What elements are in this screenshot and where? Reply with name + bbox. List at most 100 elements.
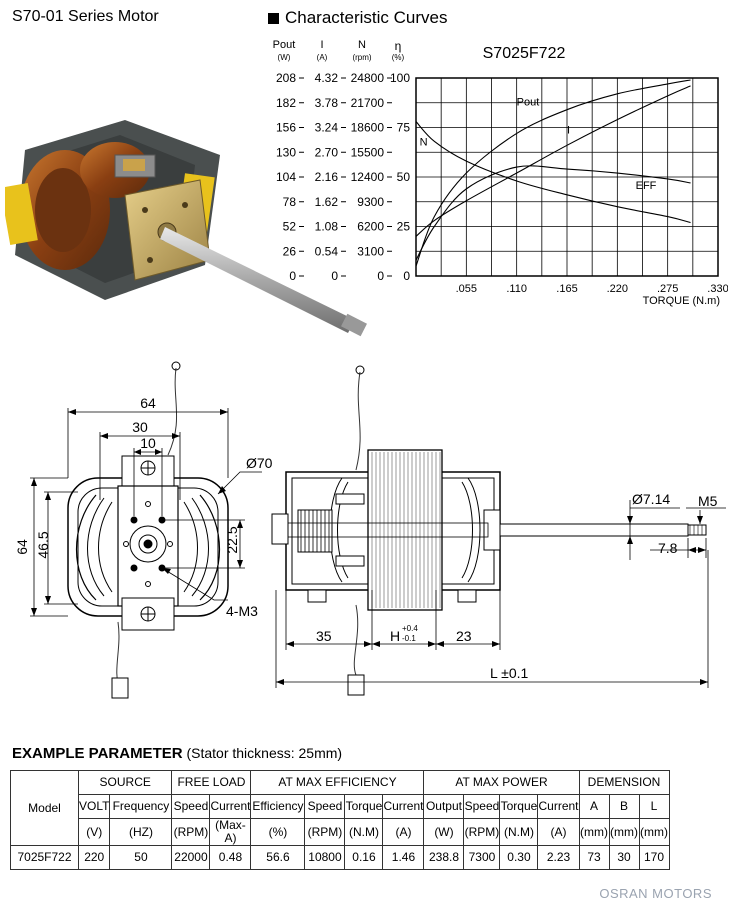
params-heading: EXAMPLE PARAMETER (Stator thickness: 25m… [12,745,342,762]
y-tick-label: 3.78 [315,96,339,110]
unit-header: (HZ) [109,818,173,846]
unit-header: (V) [77,818,111,846]
sub-header: B [608,794,640,819]
param-value: 2.23 [537,845,580,870]
dim-dia-70: Ø70 [246,455,273,471]
sub-header: Output [423,794,465,819]
series-label: Pout [517,97,540,109]
series-line-eff [415,165,691,261]
sub-header: Current [382,794,425,819]
eff-axis-unit: (%) [392,53,405,62]
x-tick-label: .165 [556,283,577,295]
param-value: 238.8 [423,845,465,870]
dim-h: H [390,628,400,644]
arrowheads-side [276,516,708,685]
sub-header: Speed [463,794,501,819]
sub-header: Current [537,794,580,819]
y-tick-label: 0 [331,269,338,283]
curves-title: Characteristic Curves [268,8,448,28]
param-value: 0.30 [499,845,539,870]
x-tick-label: .220 [607,283,628,295]
brand-watermark: OSRAN MOTORS [599,886,712,901]
param-value: 56.6 [250,845,306,870]
x-tick-label: .055 [456,283,477,295]
y-tick-label: 1.62 [315,195,339,209]
unit-header: (A) [382,818,425,846]
eff-axis-header: η [395,39,402,53]
sub-header: Current [209,794,252,819]
dim-width-10: 10 [140,435,156,451]
axis-unit: (A) [317,53,328,62]
param-value: 10800 [304,845,346,870]
table-row: (V)(HZ)(RPM)(Max-A)(%)(RPM)(N.M)(A)(W)(R… [11,818,670,846]
page-title: S70-01 Series Motor [12,8,159,25]
dim-right-23: 23 [456,628,472,644]
y-tick-label: 0 [377,269,384,283]
sub-header: Torque [344,794,384,819]
series-line-pout [415,79,691,267]
param-value: 73 [578,845,610,870]
unit-header: (mm) [608,818,640,846]
params-heading-bold: EXAMPLE PARAMETER [12,745,183,762]
x-tick-label: .330 [707,283,728,295]
unit-header: (Max-A) [209,818,252,846]
model-value: 7025F722 [10,845,79,870]
group-max-power: AT MAX POWER [423,770,580,795]
chart-title: S7025F722 [483,45,566,62]
series-label: EFF [636,180,657,192]
param-value: 170 [638,845,670,870]
side-view [271,365,726,696]
y-tick-label: 0.54 [315,244,339,258]
y-tick-label: 6200 [357,220,384,234]
y-tick-label: 0 [289,269,296,283]
x-tick-label: .110 [506,283,527,295]
curves-title-text: Characteristic Curves [285,8,448,27]
table-row: Model SOURCE FREE LOAD AT MAX EFFICIENCY… [10,770,670,846]
y-tick-label: 4.32 [315,71,339,85]
dim-height-46-5: 46.5 [35,531,51,558]
param-value: 50 [109,845,173,870]
sub-header: A [578,794,610,819]
dim-width-64: 64 [140,395,156,411]
axis-header: N [358,39,366,51]
sub-header: Efficiency [250,794,306,819]
y-tick-label: 156 [276,121,296,135]
unit-header: (mm) [578,818,610,846]
unit-header: (N.M) [499,818,539,846]
param-value: 220 [77,845,111,870]
unit-header: (W) [423,818,465,846]
y-tick-label: 52 [283,220,297,234]
param-value: 0.48 [209,845,252,870]
series-label: N [420,136,428,148]
y-tick-label: 78 [283,195,297,209]
dim-height-64: 64 [14,539,30,555]
unit-header: (A) [537,818,580,846]
param-value: 30 [608,845,640,870]
sub-header: Torque [499,794,539,819]
sub-header: VOLT [77,794,111,819]
dim-left-35: 35 [316,628,332,644]
motor-photo [5,120,367,337]
x-tick-label: .275 [657,283,678,295]
y-tick-label: 1.08 [315,220,339,234]
y-tick-label: 12400 [351,170,385,184]
group-source: SOURCE [77,770,173,795]
y-tick-label: 2.70 [315,145,339,159]
params-heading-note: (Stator thickness: 25mm) [186,745,343,761]
series-line-n [415,121,691,224]
sub-header: Speed [171,794,211,819]
y-tick-label: 2.16 [315,170,339,184]
y-tick-label: 3100 [357,244,384,258]
y-tick-label: 208 [276,71,296,85]
eff-tick-label: 25 [397,220,411,234]
dim-shaft-step: 7.8 [658,540,678,556]
group-free-load: FREE LOAD [171,770,252,795]
unit-header: (RPM) [304,818,346,846]
y-tick-label: 18600 [351,121,385,135]
param-value: 7300 [463,845,501,870]
y-tick-label: 24800 [351,71,385,85]
unit-header: (%) [250,818,306,846]
sub-header: Frequency [109,794,173,819]
eff-tick-label: 75 [397,121,411,135]
